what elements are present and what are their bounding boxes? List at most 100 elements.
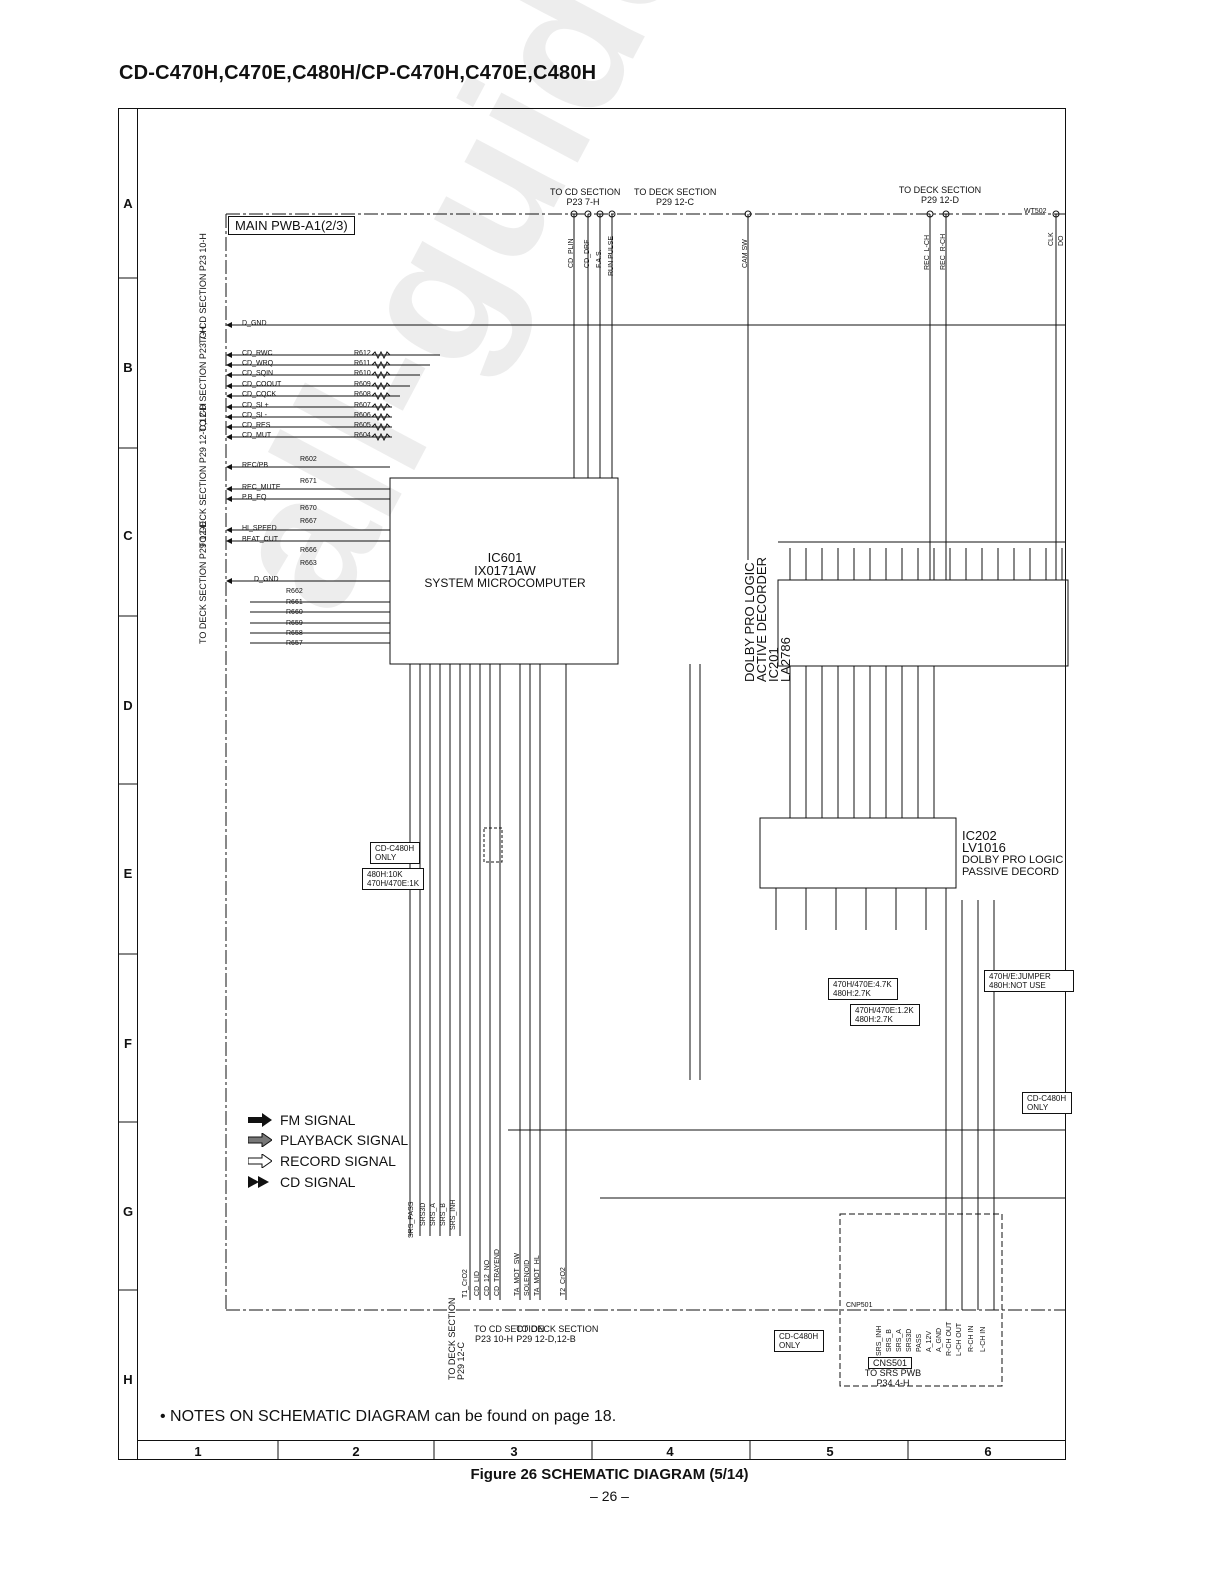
legend-fm-signal: FM SIGNAL: [248, 1112, 355, 1128]
signal-cd-sl-plus: CD_SL+: [242, 402, 269, 409]
col-label-4: 4: [666, 1444, 674, 1459]
ic201-part: LA2786: [778, 637, 793, 682]
note-r2: 470H/470E:1.2K 480H:2.7K: [850, 1004, 920, 1026]
signal-cd-rwc: CD_RWC: [242, 350, 273, 357]
resistor-r605: R605: [354, 422, 371, 429]
signal-run-pulse: RUN PULSE: [608, 235, 615, 276]
resistor-r663: R663: [300, 560, 317, 567]
ic201-label: DOLBY PRO LOGIC ACTIVE DECORDER IC201 LA…: [742, 557, 793, 682]
solid-arrow-icon: [248, 1113, 272, 1127]
figure-caption: Figure 26 SCHEMATIC DIAGRAM (5/14): [470, 1466, 749, 1483]
signal-do: DO: [1058, 235, 1065, 247]
resistor-r667: R667: [300, 518, 317, 525]
cnp-pin-srs-inh: SRS_INH: [876, 1325, 883, 1356]
signal-cd-drf: CD_DRF: [584, 239, 591, 268]
schematic-notes: • NOTES ON SCHEMATIC DIAGRAM can be foun…: [160, 1408, 617, 1425]
cnp-pin-srs3d: SRS3D: [906, 1328, 913, 1352]
resistor-r670: R670: [300, 505, 317, 512]
note-cd-c480h-only: CD-C480H ONLY: [370, 842, 420, 864]
signal-hi-speed: HI_SPEED: [242, 525, 277, 532]
signal-clk: CLK: [1048, 232, 1055, 246]
col-label-1: 1: [194, 1444, 202, 1459]
cnp-pin-l-ch-out: L-CH OUT: [956, 1322, 963, 1356]
signal-srs-a: SRS_A: [430, 1203, 437, 1226]
col-label-6: 6: [984, 1444, 992, 1459]
signal-srs-pass: SRS_PASS: [408, 1201, 415, 1238]
resistor-r609: R609: [354, 381, 371, 388]
signal-rec-r-ch: REC_R-CH: [940, 233, 947, 270]
left-section-deck-2: TO DECK SECTION P29 12-D: [198, 521, 208, 644]
wt502-label: WT502: [1024, 208, 1047, 215]
resistor-r607: R607: [354, 402, 371, 409]
note-cd-c480h-only-2: CD-C480H ONLY: [1022, 1092, 1072, 1114]
col-label-2: 2: [352, 1444, 360, 1459]
signal-cd-cqck: CD_CQCK: [242, 391, 277, 398]
col-label-5: 5: [826, 1444, 834, 1459]
double-arrow-icon: [248, 1176, 269, 1188]
signal-cd-coout: CD_COOUT: [242, 381, 282, 388]
row-label-b: B: [123, 360, 133, 375]
cnp-pin-a-12v: A_12V: [926, 1330, 933, 1352]
board-label: MAIN PWB-A1(2/3): [228, 216, 355, 235]
signal-cd-lid: CD_LID: [474, 1271, 481, 1296]
signal-t1-cro2: T1_CrO2: [462, 1269, 469, 1298]
ic601-ref: IC601: [487, 550, 523, 565]
legend-record-signal: RECORD SIGNAL: [248, 1153, 396, 1169]
legend-cd-signal: CD SIGNAL: [248, 1174, 355, 1190]
signal-cd-plin: CD_PLIN: [568, 238, 575, 268]
resistor-r660: R660: [286, 609, 303, 616]
row-label-g: G: [122, 1204, 134, 1219]
ic601-label: IC601 IX0171AW SYSTEM MICROCOMPUTER: [420, 551, 590, 590]
signal-cd-sqin: CD_SQIN: [242, 370, 274, 377]
signal-cd-res: CD_RES: [242, 422, 271, 429]
signal-rec-pb: REC/PB: [242, 462, 269, 469]
gray-arrow-icon: [248, 1133, 272, 1147]
row-label-e: E: [123, 866, 133, 881]
row-label-f: F: [124, 1036, 132, 1051]
signal-cd-12-no: CD_12_NO: [484, 1259, 491, 1296]
signal-cd-wrq: CD_WRQ: [242, 360, 274, 367]
row-label-c: C: [123, 528, 133, 543]
ic202-label: IC202 LV1016 DOLBY PRO LOGIC PASSIVE DEC…: [962, 828, 1064, 878]
resistor-r662: R662: [286, 588, 303, 595]
cnp-pin-pass: PASS: [916, 1333, 923, 1352]
signal-t2-cro2: T2_CrO2: [560, 1267, 567, 1296]
cnp-pin-r-ch-out: R-CH OUT: [946, 1321, 953, 1356]
resistor-r661: R661: [286, 599, 303, 606]
legend-playback-signal: PLAYBACK SIGNAL: [248, 1132, 408, 1148]
resistor-r671: R671: [300, 478, 317, 485]
signal-rec-l-ch: REC_L-CH: [924, 234, 931, 270]
row-label-a: A: [123, 196, 133, 211]
col-label-3: 3: [510, 1444, 518, 1459]
resistor-r659: R659: [286, 620, 303, 627]
ic202-desc1: DOLBY PRO LOGIC: [962, 854, 1064, 866]
page-number: – 26 –: [590, 1488, 629, 1504]
cnp-pin-a-gnd: A_GND: [936, 1327, 943, 1352]
signal-cam-sw: CAM SW: [742, 239, 749, 268]
resistor-r610: R610: [354, 370, 371, 377]
resistor-r612: R612: [354, 350, 371, 357]
note-cd-c480h-only-3: CD-C480H ONLY: [774, 1330, 824, 1352]
cnp-pin-l-ch-in: L-CH IN: [980, 1326, 987, 1352]
note-r1: 470H/470E:4.7K 480H:2.7K: [828, 978, 898, 1000]
resistor-r666: R666: [300, 547, 317, 554]
signal-cd-mut: CD_MUT: [242, 432, 272, 439]
signal-ta-mot-sw: TA_MOT_SW: [514, 1252, 521, 1296]
note-r-variant: 480H:10K 470H/470E:1K: [362, 868, 424, 890]
row-label-h: H: [123, 1372, 133, 1387]
signal-rec-mute: REC_MUTE: [242, 484, 281, 491]
signal-srs-inh: SRS_INH: [450, 1199, 457, 1230]
signal-srs3d: SRS3D: [420, 1202, 427, 1226]
signal-cd-trayend: CD_TRAYEND: [494, 1249, 501, 1296]
ic202-ref: IC202: [962, 828, 997, 843]
note-jumper: 470H/E:JUMPER 480H:NOT USE: [984, 970, 1074, 992]
signal-ta-mot-hl: TA_MOT_HL: [534, 1255, 541, 1296]
ic601-part: IX0171AW: [474, 563, 536, 578]
